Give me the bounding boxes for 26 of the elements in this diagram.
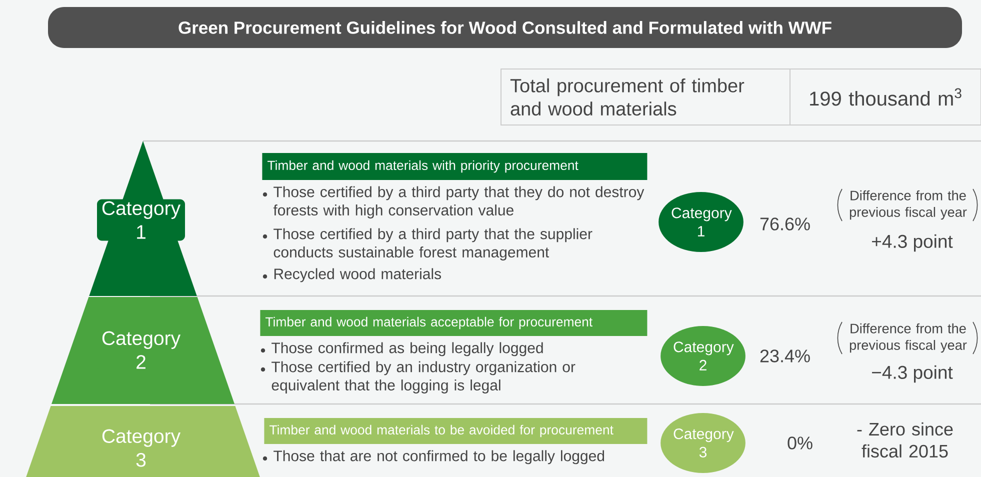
category-badge: Category 3 xyxy=(660,413,746,473)
pyramid-tier: Category 1 xyxy=(89,141,197,296)
point-change: +4.3 point xyxy=(872,234,953,252)
category-badge: Category 2 xyxy=(660,326,746,386)
difference-note: Difference from the previous fiscal year xyxy=(837,188,978,222)
pyramid-tier: Category 2 xyxy=(52,297,234,404)
difference-note: Difference from the previous fiscal year xyxy=(837,322,978,354)
bullet-item: Those that are not confirmed to be legally logged xyxy=(274,450,604,464)
bullet-item: Those certified by a third party that the supplier conducts sustainable forest management xyxy=(274,228,592,260)
title-banner: Green Procurement Guidelines for Wood Consulted and Formulated with WWF xyxy=(48,7,962,48)
point-change: −4.3 point xyxy=(872,365,953,383)
table-cell: 199 thousand m$^{3}$ xyxy=(790,68,981,126)
bullet-item: Those certified by an industry organization or equivalent that the logging is legal xyxy=(272,361,576,394)
bullet-item: Recycled wood materials xyxy=(274,268,442,282)
heading-bar: Timber and wood materials with priority procurement xyxy=(262,153,648,180)
bullet-item: Those certified by a third party that they do not destroy forests with high conservation value xyxy=(273,186,644,218)
note: - Zero since fiscal 2015 xyxy=(857,422,953,458)
table-cell: Total procurement of timber and wood materials xyxy=(500,68,790,126)
percentage: 0% xyxy=(788,436,812,450)
pyramid-tier: Category 3 xyxy=(26,406,260,477)
bullet-item: Those confirmed as being legally logged xyxy=(272,342,543,356)
heading-bar: Timber and wood materials to be avoided for procurement xyxy=(264,418,648,444)
category-badge: Category 1 xyxy=(658,192,744,252)
percentage: 23.4% xyxy=(760,350,810,362)
heading-bar: Timber and wood materials acceptable for procurement xyxy=(260,310,648,336)
percentage: 76.6% xyxy=(760,218,810,230)
